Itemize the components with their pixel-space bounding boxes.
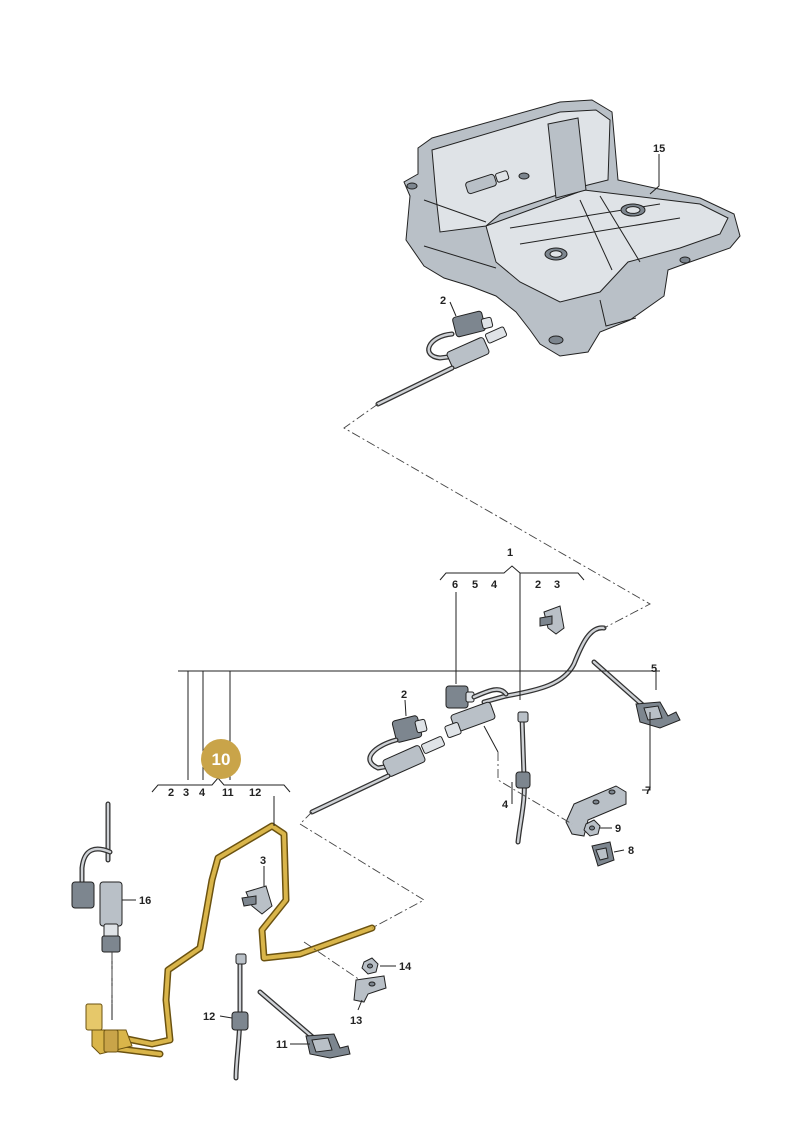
mounting-bracket-7[interactable] <box>565 785 627 837</box>
callout-1: 1 <box>507 547 513 559</box>
callout-2-top: 2 <box>440 295 446 307</box>
reservoir-tank[interactable] <box>403 99 741 357</box>
callout-3-low: 3 <box>183 787 189 799</box>
callout-9: 9 <box>615 823 621 835</box>
callout-5-group: 5 <box>472 579 478 591</box>
nut-9[interactable] <box>583 819 601 837</box>
cable-tie-5[interactable] <box>591 659 681 729</box>
callout-14: 14 <box>399 961 412 973</box>
middle-sensor-connector[interactable] <box>309 715 445 815</box>
callout-11: 11 <box>276 1039 288 1051</box>
callout-4-group: 4 <box>491 579 498 591</box>
callout-2-mid: 2 <box>401 689 407 701</box>
callout-16: 16 <box>139 895 151 907</box>
cable-clip-3-low[interactable] <box>241 885 273 915</box>
top-sensor-connector[interactable] <box>375 310 508 407</box>
callout-12: 12 <box>203 1011 215 1023</box>
bracket-13[interactable] <box>353 975 387 1003</box>
callout-13: 13 <box>350 1015 362 1027</box>
callout-15: 15 <box>653 143 665 155</box>
cable-tie-12[interactable] <box>231 953 249 1081</box>
callout-8: 8 <box>628 845 634 857</box>
connection-lines <box>111 403 651 1004</box>
callout-7: 7 <box>645 785 651 797</box>
callout-5: 5 <box>651 663 657 675</box>
callout-4-low: 4 <box>199 787 206 799</box>
callout-labels: 15 2 1 6 5 4 2 3 5 2 2 3 4 11 12 4 7 9 8… <box>139 143 665 1051</box>
callout-3-mid: 3 <box>260 855 266 867</box>
highlighted-wiring-harness[interactable] <box>85 822 376 1058</box>
cable-tie-4-mid[interactable] <box>515 711 531 845</box>
callout-3-group: 3 <box>554 579 560 591</box>
cable-clip-3-mid[interactable] <box>539 605 565 635</box>
callout-4-mid: 4 <box>502 799 509 811</box>
callout-6: 6 <box>452 579 458 591</box>
nut-14[interactable] <box>361 957 379 975</box>
callout-10: 10 <box>212 750 231 769</box>
cable-tie-11[interactable] <box>257 989 351 1059</box>
part-10-badge[interactable]: 10 <box>201 739 241 779</box>
clip-8[interactable] <box>591 841 615 867</box>
callout-12-low: 12 <box>249 787 261 799</box>
sensor-harness-16[interactable] <box>71 801 123 1020</box>
callout-11-low: 11 <box>222 787 234 799</box>
callout-2-group: 2 <box>535 579 541 591</box>
badge-circle <box>201 739 241 779</box>
callout-2-low: 2 <box>168 787 174 799</box>
main-wiring-harness[interactable] <box>444 625 607 753</box>
